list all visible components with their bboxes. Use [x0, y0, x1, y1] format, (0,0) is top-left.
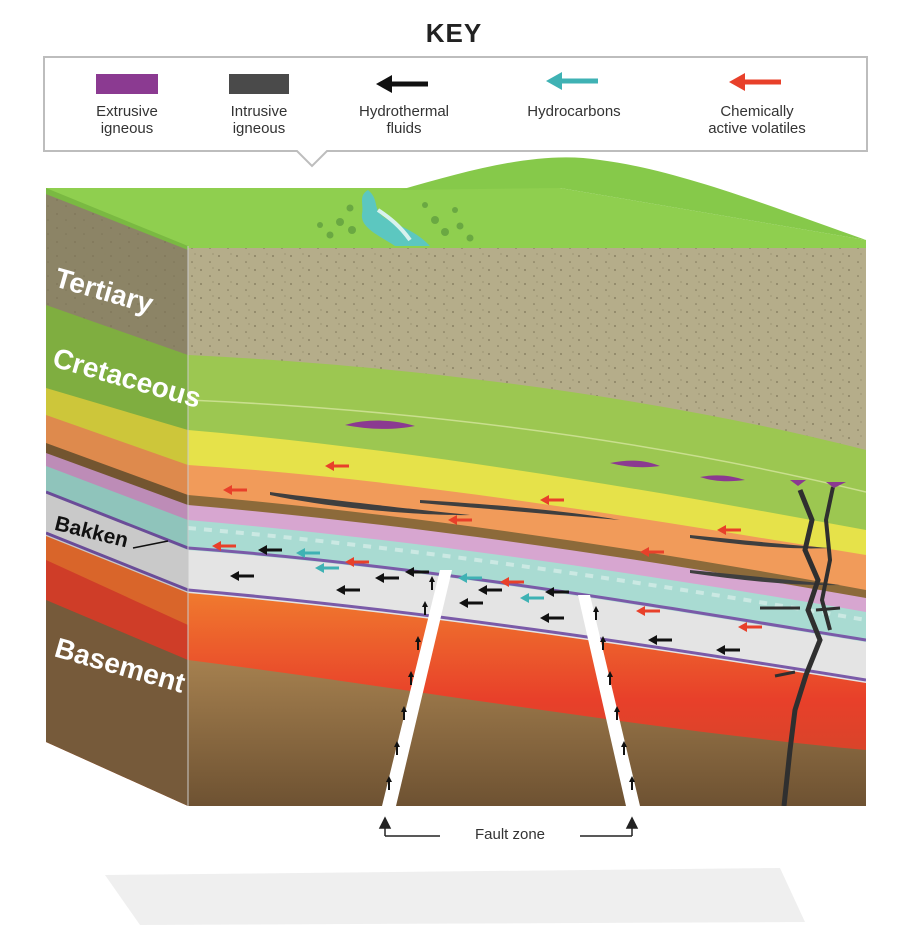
- fault-up-arrow: [394, 741, 400, 755]
- key-title: KEY: [425, 18, 483, 48]
- volatiles-arrow: [345, 557, 369, 567]
- fault-up-arrow: [621, 741, 627, 755]
- fault-up-arrow: [429, 576, 435, 590]
- volatiles-arrow: [223, 485, 247, 495]
- hydrothermal-arrow: [405, 567, 429, 577]
- surface-top: [46, 188, 866, 248]
- hydrothermal-arrow: [648, 635, 672, 645]
- volatiles-arrow: [448, 515, 472, 525]
- hydrothermal-arrow: [258, 545, 282, 555]
- bakken-purple-line-top: [188, 546, 866, 642]
- intrusive-sill: [690, 535, 830, 549]
- hydrocarbons-arrow: [296, 548, 320, 558]
- hydrothermal-arrow: [375, 573, 399, 583]
- fault-up-arrow: [422, 601, 428, 615]
- river: [361, 190, 430, 246]
- volatiles-arrow: [717, 525, 741, 535]
- fault-arrows-group: [386, 576, 635, 790]
- hydrothermal-arrow: [540, 613, 564, 623]
- hydrothermal-arrow-icon: [376, 75, 428, 93]
- intrusive-swatch: [229, 74, 289, 94]
- extrusive-swatch: [96, 74, 158, 94]
- hill: [400, 157, 866, 240]
- fault-up-arrow: [415, 636, 421, 650]
- hydrocarbons-arrow-icon: [546, 72, 598, 90]
- intrusive-sill: [690, 570, 840, 586]
- fault-up-arrow: [593, 606, 599, 620]
- hydrothermal-arrow: [459, 598, 483, 608]
- fault-up-arrow: [607, 671, 613, 685]
- volatiles-arrow: [738, 622, 762, 632]
- igneous-dike: [781, 489, 823, 806]
- volatiles-arrow: [500, 577, 524, 587]
- fault-up-arrow: [614, 706, 620, 720]
- front-face: [188, 246, 866, 806]
- key-label-hydrocarbons: Hydrocarbons: [527, 103, 621, 120]
- flow-arrows-group: [212, 461, 762, 655]
- extrusive-lens: [345, 420, 415, 429]
- volatiles-arrow: [212, 541, 236, 551]
- hydrocarbons-arrow: [520, 593, 544, 603]
- extrusive-lens: [610, 460, 660, 468]
- fault-up-arrow: [386, 776, 392, 790]
- hydrothermal-arrow: [716, 645, 740, 655]
- volatiles-arrow: [325, 461, 349, 471]
- hydrocarbons-arrow: [458, 573, 482, 583]
- volatiles-arrow: [640, 547, 664, 557]
- hydrothermal-arrow: [230, 571, 254, 581]
- bakken-purple-line-bottom: [188, 588, 866, 682]
- fault-up-arrow: [401, 706, 407, 720]
- extrusive-lens: [700, 475, 745, 482]
- fault-up-arrow: [408, 671, 414, 685]
- volatiles-arrow-icon: [729, 73, 781, 91]
- fault-zone-label: Fault zone: [440, 826, 580, 843]
- ground-shadow: [105, 868, 805, 925]
- side-face: [46, 192, 188, 806]
- fault-up-arrow: [600, 636, 606, 650]
- hydrocarbons-arrow: [315, 563, 339, 573]
- hydrothermal-arrow: [336, 585, 360, 595]
- trees: [317, 202, 474, 242]
- intrusive-sill: [420, 500, 620, 520]
- volatiles-arrow: [540, 495, 564, 505]
- fault-up-arrow: [629, 776, 635, 790]
- basement-brown-layer: [188, 660, 866, 806]
- hydrothermal-arrow: [545, 587, 569, 597]
- volatiles-arrow: [636, 606, 660, 616]
- hydrothermal-arrow: [478, 585, 502, 595]
